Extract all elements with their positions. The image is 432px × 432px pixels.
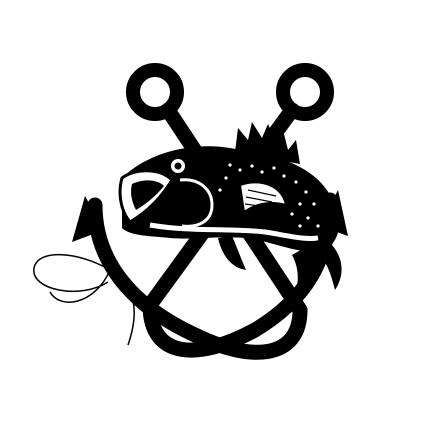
fish-scale-dots xyxy=(218,163,320,228)
fish-dorsal-fin xyxy=(235,122,300,164)
fish-mouth-inner xyxy=(131,180,164,210)
fish-pupil xyxy=(174,162,182,170)
left-hook-eye xyxy=(126,63,184,121)
fish-pectoral-fin-rays xyxy=(244,189,277,208)
fish-belly xyxy=(149,222,319,241)
bass-fish-icon xyxy=(118,122,342,310)
fish-pelvic-fin xyxy=(218,236,246,270)
left-hook-barb xyxy=(72,196,104,242)
right-hook-eye xyxy=(276,63,334,121)
left-hook-bend xyxy=(87,197,308,360)
fish-tail-fin xyxy=(290,240,319,310)
fish-tail-fin-lower xyxy=(314,238,342,290)
fish-gill-plate xyxy=(179,178,214,228)
fishing-line-icon xyxy=(33,254,135,346)
